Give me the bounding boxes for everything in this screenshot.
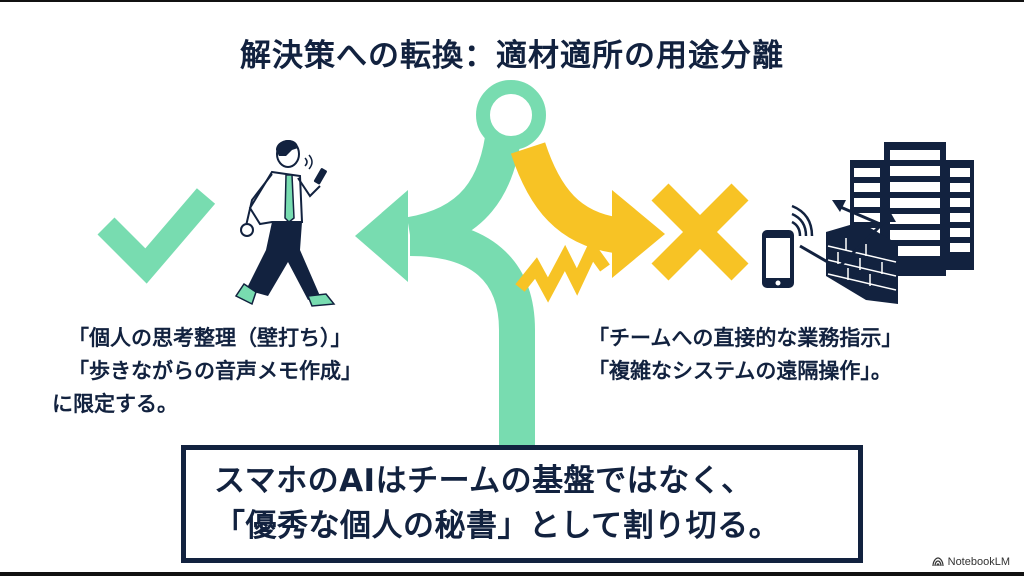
slide-title: 解決策への転換：適材適所の用途分離 <box>240 38 784 74</box>
allowed-conclusion: に限定する。 <box>52 392 178 416</box>
prohibited-item-2: 「複雑なシステムの遠隔操作」。 <box>588 359 892 383</box>
frame-bottom-bar <box>0 572 1024 576</box>
prohibited-item-1: 「チームへの直接的な業務指示」 <box>588 326 903 350</box>
x-mark-icon <box>651 183 749 281</box>
allowed-item-1: 「個人の思考整理（壁打ち）」 <box>68 326 352 350</box>
conclusion-box: スマホのAIはチームの基盤ではなく、 「優秀な個人の秘書」として割り切る。 <box>181 445 863 563</box>
allowed-item-2: 「歩きながらの音声メモ作成」 <box>68 359 362 383</box>
smartphone-icon <box>762 204 814 288</box>
yellow-path-arrow <box>510 142 665 303</box>
conclusion-line-1: スマホのAIはチームの基盤ではなく、 <box>214 463 753 499</box>
frame-top-bar <box>0 0 1024 2</box>
walking-man-illustration <box>234 139 336 307</box>
notebooklm-watermark: NotebookLM <box>932 556 1010 568</box>
green-path-arrow <box>355 80 546 450</box>
firewall-icon <box>826 222 898 304</box>
watermark-label: NotebookLM <box>947 556 1010 568</box>
checkmark-icon <box>97 188 216 284</box>
prohibited-use-cases: 「チームへの直接的な業務指示」 「複雑なシステムの遠隔操作」。 <box>588 322 902 388</box>
bypass-arrows <box>799 200 896 270</box>
conclusion-line-2: 「優秀な個人の秘書」として割り切る。 <box>214 508 781 544</box>
allowed-use-cases: 「個人の思考整理（壁打ち）」 「歩きながらの音声メモ作成」 に限定する。 <box>52 322 362 421</box>
notebooklm-logo-icon <box>932 557 944 567</box>
